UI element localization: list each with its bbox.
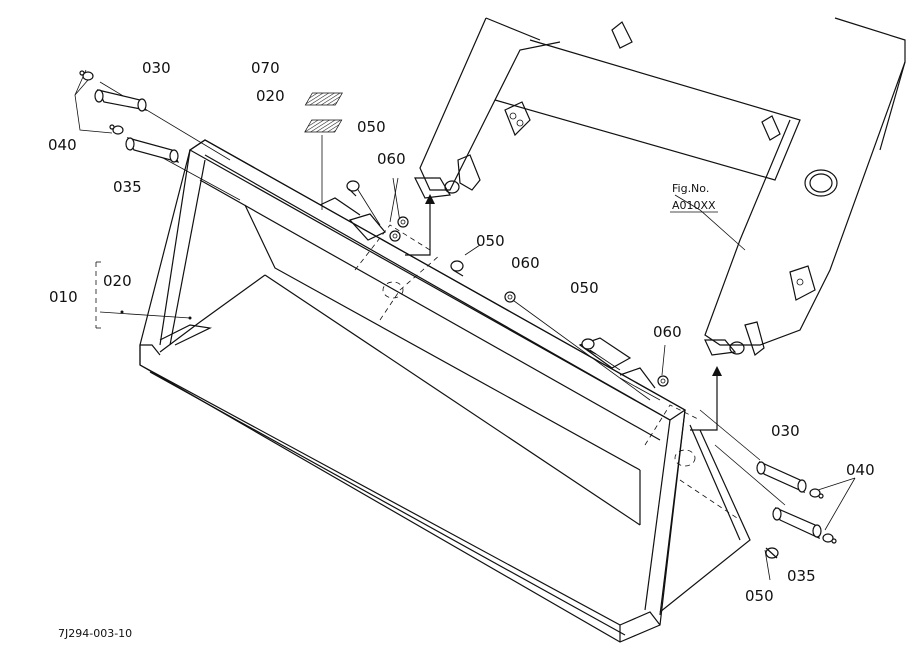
- callout-060-a: 060: [377, 150, 406, 168]
- pin-030-right: [756, 460, 807, 494]
- fig-ref-label: Fig.No.: [672, 182, 709, 195]
- nut-060-c: [657, 375, 669, 387]
- shim-070: [304, 92, 343, 106]
- leader-dot: [120, 310, 124, 314]
- callout-060-b: 060: [511, 254, 540, 272]
- callout-020-shim: 020: [256, 87, 285, 105]
- callout-070: 070: [251, 59, 280, 77]
- drawing-id: 7J294-003-10: [58, 627, 132, 640]
- grease-fitting-040-top-a: [79, 70, 94, 81]
- pin-030-top: [94, 89, 148, 112]
- callout-040-right: 040: [846, 461, 875, 479]
- bolt-050-a: [346, 180, 360, 197]
- callout-050-c: 050: [570, 279, 599, 297]
- assembly-arrows: [405, 194, 722, 431]
- callout-060-c: 060: [653, 323, 682, 341]
- grease-fitting-040-top-b: [109, 124, 124, 135]
- callout-035-top: 035: [113, 178, 142, 196]
- grease-fitting-040-right-b: [822, 533, 837, 544]
- bolt-050-c: [581, 338, 597, 355]
- grease-fitting-040-right-a: [809, 488, 824, 499]
- callout-035-right: 035: [787, 567, 816, 585]
- callout-050-bottom: 050: [745, 587, 774, 605]
- callout-020-bucket: 020: [103, 272, 132, 290]
- nut-060-a: [389, 216, 409, 242]
- fig-ref-number: A010XX: [672, 199, 716, 212]
- shim-020: [304, 119, 343, 133]
- loader-arm-frame: [414, 17, 906, 356]
- callout-050-b: 050: [476, 232, 505, 250]
- bolt-050-bottom: [765, 547, 779, 559]
- callout-040-top: 040: [48, 136, 77, 154]
- callout-030-top: 030: [142, 59, 171, 77]
- hidden-lines: [95, 224, 741, 521]
- callout-050-a: 050: [357, 118, 386, 136]
- bolt-050-b: [450, 260, 464, 277]
- bucket-body: [139, 139, 751, 643]
- callout-030-right: 030: [771, 422, 800, 440]
- callout-010: 010: [49, 288, 78, 306]
- pin-035-top: [125, 137, 180, 163]
- leader-dot: [188, 316, 192, 320]
- nut-060-b: [504, 291, 516, 303]
- pin-035-right: [772, 506, 822, 540]
- leader-lines: [74, 69, 856, 581]
